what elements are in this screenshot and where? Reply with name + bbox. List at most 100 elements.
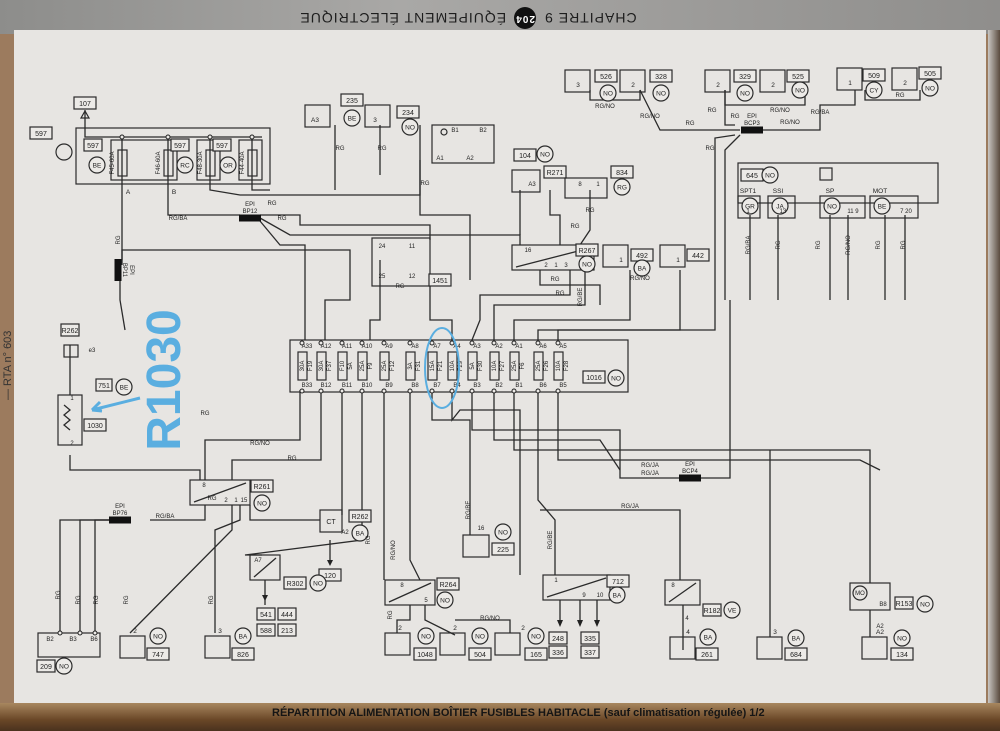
color-code-label: NO xyxy=(765,173,775,180)
color-code-badge xyxy=(652,84,670,102)
wire-color-label: RG xyxy=(388,610,394,619)
pin-number: 11 xyxy=(409,244,416,250)
caption-band xyxy=(0,703,1000,731)
fuse-input-label: A33 xyxy=(302,344,313,350)
reference-number: R264 xyxy=(440,582,457,589)
color-code-label: JA xyxy=(776,204,784,211)
wire-color-label: RG xyxy=(708,108,717,114)
color-code-badge xyxy=(149,627,167,645)
pin-number: 7 20 xyxy=(900,209,912,215)
connector-504 xyxy=(439,632,466,656)
reference-box xyxy=(548,645,568,659)
wire xyxy=(549,190,561,245)
color-code-label: NO xyxy=(827,204,837,211)
connector-442 xyxy=(659,244,686,268)
color-code-label: GR xyxy=(745,204,755,211)
pin-number: 1 xyxy=(676,257,680,264)
wire xyxy=(167,137,240,216)
fuse-rating: 25A xyxy=(536,361,542,372)
pin-number: 3 xyxy=(373,117,377,124)
diagram-caption: RÉPARTITION ALIMENTATION BOÎTIER FUSIBLE… xyxy=(272,707,765,719)
relay-coil-symbol xyxy=(668,582,697,603)
color-code-badge xyxy=(916,595,934,613)
fuse-output-label: B9 xyxy=(385,383,393,389)
color-code-badge xyxy=(253,494,271,512)
pin-number: 1 xyxy=(70,396,74,402)
connector-261 xyxy=(669,636,696,660)
pin-terminal xyxy=(92,630,98,636)
wire-color-label: RG/BE xyxy=(548,531,554,550)
color-code-badge xyxy=(761,166,779,184)
wire-color-label: RG xyxy=(556,291,565,297)
fuse-output-label: B8 xyxy=(411,383,419,389)
color-code-badge xyxy=(578,255,596,273)
pin-number: 8 xyxy=(400,583,404,589)
reference-number: 588 xyxy=(260,628,272,635)
wire-color-label: RG/JA xyxy=(621,504,639,510)
reference-number: 329 xyxy=(739,74,751,81)
pin-number: 2 xyxy=(70,441,74,447)
fuse-output-label: B12 xyxy=(321,383,332,389)
reference-box xyxy=(83,418,107,432)
color-code-label: OR xyxy=(223,163,233,170)
connector-509 xyxy=(836,67,863,91)
annotation-arrow-icon xyxy=(90,396,141,413)
color-code-badge xyxy=(787,629,805,647)
color-code-label: NO xyxy=(59,664,69,671)
section-name: SSI xyxy=(773,188,784,195)
wire-color-label: RG xyxy=(209,595,215,604)
color-code-label: NO xyxy=(313,581,323,588)
connector-747 xyxy=(119,635,146,659)
fuse-F29 xyxy=(447,351,458,381)
reference-number: 597 xyxy=(174,143,186,150)
relay-coil-symbol xyxy=(193,482,247,503)
reference-box xyxy=(784,647,808,661)
pin-terminal xyxy=(207,134,213,140)
wire xyxy=(396,605,411,633)
color-code-label: BE xyxy=(120,385,129,392)
reference-number: R271 xyxy=(547,170,564,177)
splice-label: BP12 xyxy=(243,209,258,215)
reference-box xyxy=(582,370,606,384)
reference-number: 597 xyxy=(87,143,99,150)
pin-number: 1 xyxy=(596,182,600,188)
reference-number: 751 xyxy=(98,383,110,390)
pin-number: 2 xyxy=(133,628,137,635)
pin-number: 4 xyxy=(686,629,690,636)
maxi-fuse-label: F46-60A xyxy=(156,151,162,174)
wire-color-label: RG xyxy=(571,224,580,230)
fuse-name: F27 xyxy=(500,360,506,371)
pin-number: 12 xyxy=(409,274,416,280)
color-code-badge xyxy=(771,197,789,215)
pin-terminal xyxy=(407,388,413,394)
fuse-name: F31 xyxy=(416,360,422,371)
reference-box xyxy=(491,542,515,556)
reference-box xyxy=(396,105,420,119)
pin-number: A2 xyxy=(876,629,884,636)
wire xyxy=(119,280,126,331)
color-code-label: NO xyxy=(656,91,666,98)
pin-number: 2 xyxy=(453,625,457,632)
pin-number: 16 xyxy=(525,248,532,254)
maxi-fuse-F45-60A xyxy=(117,149,128,177)
reference-box xyxy=(73,96,97,110)
reference-box xyxy=(702,603,722,617)
wire-color-label: RG xyxy=(124,595,130,604)
pin-terminal xyxy=(511,340,517,346)
wire xyxy=(94,519,130,633)
pin-number: 1 xyxy=(848,80,852,87)
pin-number: B2 xyxy=(479,128,487,134)
reference-number: 1016 xyxy=(586,375,602,382)
pin-number: 2 xyxy=(771,82,775,89)
wire xyxy=(493,390,621,471)
fuse-F6 xyxy=(509,351,520,381)
color-code-label: NO xyxy=(925,86,935,93)
reference-box xyxy=(686,248,710,262)
reference-box xyxy=(231,647,255,661)
wire xyxy=(557,134,736,340)
color-code-label: NO xyxy=(740,91,750,98)
wire-color-label: RG xyxy=(396,284,405,290)
fuse-F12 xyxy=(379,351,390,381)
